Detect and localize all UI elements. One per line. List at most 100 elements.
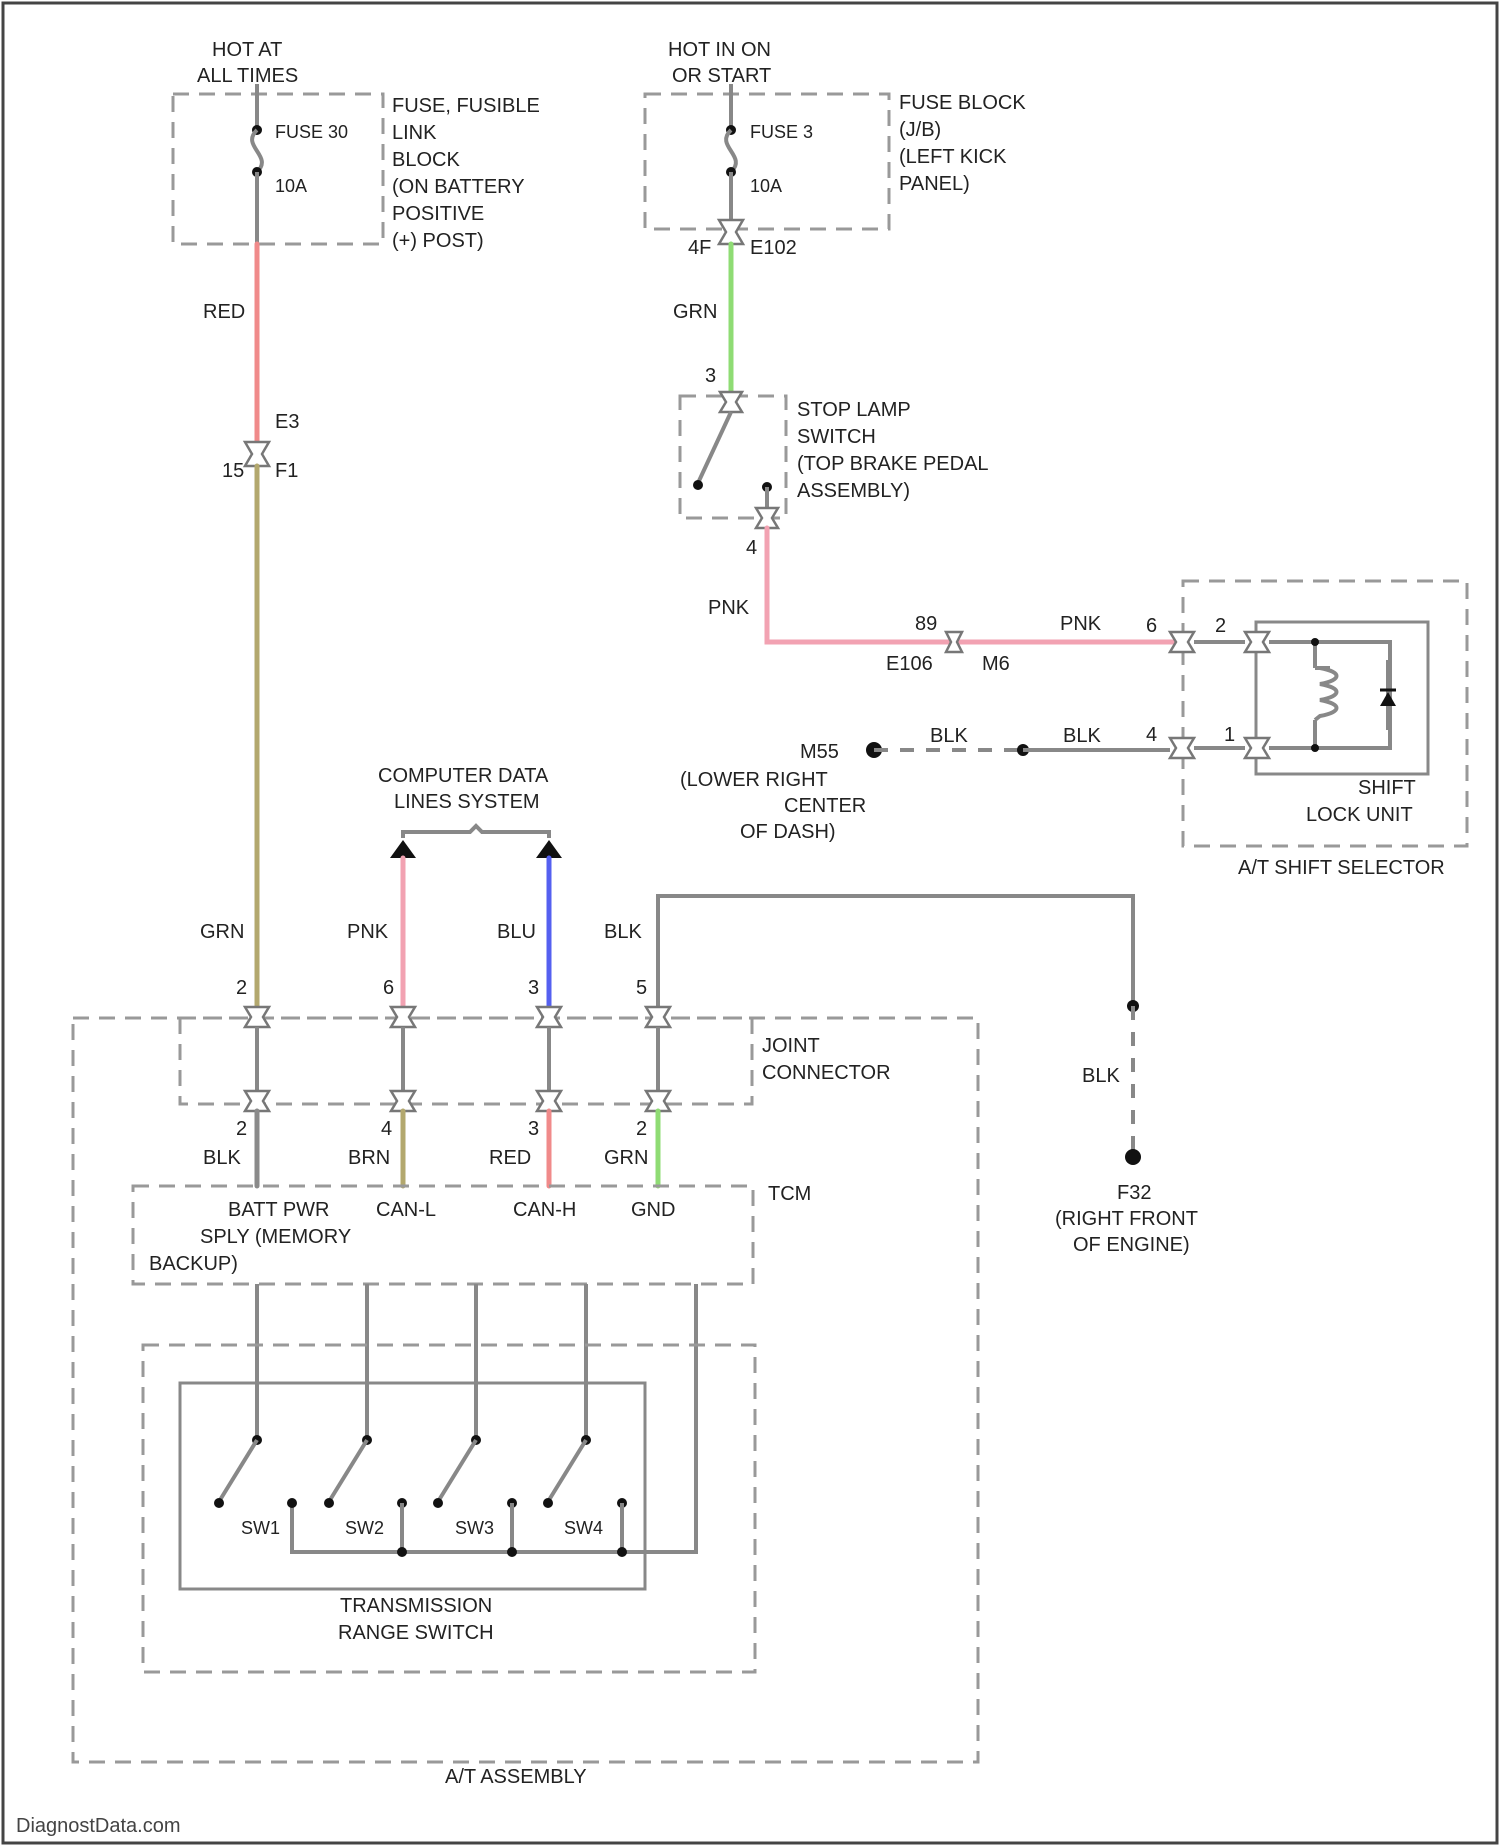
fusible-link-block-label-1: FUSE, FUSIBLE [392, 95, 540, 117]
jc-bottom-pin-3 [537, 1091, 561, 1111]
hot-in-on-label-1: HOT IN ON [668, 39, 771, 61]
tcm-pin-batt-sub-1: SPLY (MEMORY [200, 1226, 351, 1248]
pnk-wire-stop-to-selector [767, 528, 1182, 642]
jc-top-pin-label-1: 2 [236, 977, 247, 999]
sw3-label: SW3 [455, 1518, 494, 1538]
blk-batt-wire-label: BLK [203, 1147, 241, 1169]
jc-bottom-pin-2 [391, 1091, 415, 1111]
fuse3-element [726, 130, 736, 172]
connector-m6-label: M6 [982, 653, 1010, 675]
stop-lamp-switch-box [680, 396, 786, 518]
sw2-label: SW2 [345, 1518, 384, 1538]
tcm-pin-can-h-label: CAN-H [513, 1199, 576, 1221]
range-switch-label-2: RANGE SWITCH [338, 1622, 494, 1644]
ground-f32-loc-2: OF ENGINE) [1073, 1234, 1190, 1256]
tcm-common-return-lead [292, 1284, 696, 1552]
sw4-label: SW4 [564, 1518, 603, 1538]
shift-lock-unit-pin2 [1245, 632, 1269, 652]
fuse3-amp-label: 10A [750, 176, 782, 196]
fuse-block-box [645, 94, 889, 229]
computer-data-label-1: COMPUTER DATA [378, 765, 549, 787]
shift-selector-blk-pin [1170, 738, 1194, 758]
sw2-contact-open [324, 1498, 334, 1508]
connector-e102 [719, 220, 743, 244]
jc-top-pin-label-4: 5 [636, 977, 647, 999]
jc-bottom-pin-label-4: 2 [636, 1118, 647, 1140]
stop-lamp-pin-out-label: 4 [746, 537, 757, 559]
batt-pwr-wire-label: GRN [200, 921, 244, 943]
watermark: DiagnostData.com [16, 1815, 181, 1837]
fuse30-element [252, 130, 262, 172]
tcm-pin-gnd-label: GND [631, 1199, 675, 1221]
grn-wire-label: GRN [673, 301, 717, 323]
fuse-block-label-1: FUSE BLOCK [899, 92, 1026, 114]
computer-data-bracket [403, 826, 549, 838]
sw1-contact [287, 1498, 297, 1508]
blk-ground-f32-label: BLK [1082, 1065, 1120, 1087]
sw3-arm [439, 1440, 476, 1500]
range-switch-label-1: TRANSMISSION [340, 1595, 492, 1617]
shift-selector-pnk-pin-label: 6 [1146, 615, 1157, 637]
ground-f32-label: F32 [1117, 1182, 1151, 1204]
stop-lamp-pin-in [720, 392, 742, 412]
jc-bottom-pin-label-3: 3 [528, 1118, 539, 1140]
sw1-contact-open [214, 1498, 224, 1508]
pnk-wire-label-2: PNK [1060, 613, 1102, 635]
shift-selector-blk-pin-label: 4 [1146, 724, 1157, 746]
red-wire-label: RED [203, 301, 245, 323]
at-assembly-label: A/T ASSEMBLY [445, 1766, 587, 1788]
red-can-h-wire-label: RED [489, 1147, 531, 1169]
can-h-arrow-icon [536, 840, 562, 858]
solenoid-junction-top [1311, 638, 1319, 646]
sw1-label: SW1 [241, 1518, 280, 1538]
brn-can-l-wire-label: BRN [348, 1147, 390, 1169]
ground-m55-loc-2: CENTER [784, 795, 866, 817]
fusible-link-block-label-4: (ON BATTERY [392, 176, 525, 198]
ground-m55-loc-3: OF DASH) [740, 821, 836, 843]
blk-wire-label-2: BLK [1063, 725, 1101, 747]
stop-lamp-pin-in-label: 3 [705, 365, 716, 387]
shift-lock-unit-label-2: LOCK UNIT [1306, 804, 1413, 826]
fuse-block-label-3: (LEFT KICK [899, 146, 1007, 168]
range-switch-inner-box [180, 1383, 645, 1589]
common-bus-junction-3 [507, 1547, 517, 1557]
shift-lock-unit-loop [1269, 642, 1390, 748]
common-bus-junction-4 [617, 1547, 627, 1557]
hot-at-all-times-label-1: HOT AT [212, 39, 282, 61]
sw2-arm [330, 1440, 367, 1500]
sw4-contact-open [543, 1498, 553, 1508]
pnk-can-l-wire-label: PNK [347, 921, 389, 943]
ground-m55-loc-1: (LOWER RIGHT [680, 769, 828, 791]
hot-at-all-times-label-2: ALL TIMES [197, 65, 298, 87]
fuse-block-label-4: PANEL) [899, 173, 970, 195]
fuse-block-label-2: (J/B) [899, 119, 941, 141]
jc-bottom-pin-1 [245, 1091, 269, 1111]
blk-wire-label-1: BLK [930, 725, 968, 747]
solenoid-junction-bottom [1311, 744, 1319, 752]
stop-lamp-switch-label-1: STOP LAMP [797, 399, 911, 421]
jc-bottom-pin-4 [646, 1091, 670, 1111]
connector-e3-label: E3 [275, 411, 299, 433]
ground-f32-loc-1: (RIGHT FRONT [1055, 1208, 1198, 1230]
sw3-contact-open [433, 1498, 443, 1508]
shift-lock-diode-icon [1380, 692, 1396, 706]
fusible-link-block-label-5: POSITIVE [392, 203, 484, 225]
shift-lock-unit-pin1-label: 1 [1224, 724, 1235, 746]
sw4-arm [549, 1440, 586, 1500]
ground-f32-icon [1125, 1149, 1141, 1165]
fuse3-label: FUSE 3 [750, 122, 813, 142]
connector-f1-label: F1 [275, 460, 298, 482]
connector-e102-label: E102 [750, 237, 797, 259]
grn-gnd-wire-label: GRN [604, 1147, 648, 1169]
stop-lamp-switch-label-2: SWITCH [797, 426, 876, 448]
stop-lamp-switch-label-3: (TOP BRAKE PEDAL [797, 453, 989, 475]
shift-selector-label: A/T SHIFT SELECTOR [1238, 857, 1445, 879]
fusible-link-block-label-2: LINK [392, 122, 437, 144]
computer-data-label-2: LINES SYSTEM [394, 791, 540, 813]
pnk-wire-label-1: PNK [708, 597, 750, 619]
connector-f1-pin-label: 15 [222, 460, 244, 482]
joint-connector-label-1: JOINT [762, 1035, 820, 1057]
fusible-link-block-label-3: BLOCK [392, 149, 460, 171]
fusible-link-block-label-6: (+) POST) [392, 230, 484, 252]
joint-connector-label-2: CONNECTOR [762, 1062, 891, 1084]
